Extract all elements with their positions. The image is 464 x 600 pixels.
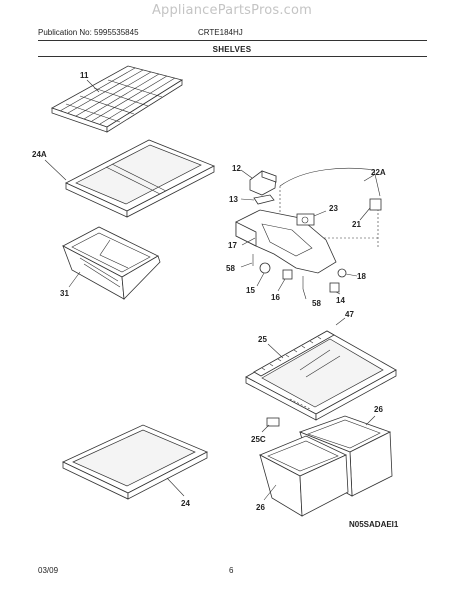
callout-18: 18 xyxy=(357,272,366,281)
shelf-clip-25c xyxy=(266,417,280,427)
callout-12: 12 xyxy=(232,164,241,173)
header-rule-top xyxy=(38,40,427,41)
wire-harness-22a xyxy=(279,167,381,197)
page-number: 6 xyxy=(229,566,234,575)
control-housing-17 xyxy=(235,209,337,274)
glass-shelf-24 xyxy=(62,424,208,500)
clip-18 xyxy=(337,268,347,278)
callout-58-right: 58 xyxy=(312,299,321,308)
callout-25: 25 xyxy=(258,335,267,344)
switch-21 xyxy=(369,198,382,211)
callout-16: 16 xyxy=(271,293,280,302)
callout-58-left: 58 xyxy=(226,264,235,273)
callout-26-right: 26 xyxy=(374,405,383,414)
crisper-drawer-26-left xyxy=(259,435,349,517)
bracket-13 xyxy=(253,194,275,205)
light-shield-12 xyxy=(249,170,277,196)
callout-24a: 24A xyxy=(32,150,47,159)
thermostat-23 xyxy=(296,213,315,226)
section-title: SHELVES xyxy=(212,45,252,54)
callout-24: 24 xyxy=(181,499,190,508)
callout-15: 15 xyxy=(246,286,255,295)
glass-shelf-47 xyxy=(245,330,397,421)
watermark: AppliancePartsPros.com xyxy=(151,3,313,18)
header-rule-bottom xyxy=(38,56,427,57)
callout-21: 21 xyxy=(352,220,361,229)
callout-25c: 25C xyxy=(251,435,266,444)
model-number: CRTE184HJ xyxy=(198,28,243,37)
switch-14 xyxy=(329,282,340,293)
callout-31: 31 xyxy=(60,289,69,298)
light-bulb-15 xyxy=(259,262,271,274)
wire-shelf-11 xyxy=(51,65,183,133)
shelf-trim-25 xyxy=(253,330,335,377)
glass-shelf-24a xyxy=(65,139,215,218)
callout-17: 17 xyxy=(228,241,237,250)
crisper-bin-31 xyxy=(62,226,161,300)
lamp-socket-16 xyxy=(282,269,293,280)
callout-14: 14 xyxy=(336,296,345,305)
callout-13: 13 xyxy=(229,195,238,204)
footer-date: 03/09 xyxy=(38,566,59,575)
callout-22a: 22A xyxy=(371,168,386,177)
callout-26-left: 26 xyxy=(256,503,265,512)
callout-11: 11 xyxy=(80,71,89,80)
callout-47: 47 xyxy=(345,310,354,319)
publication-number: Publication No: 5995535845 xyxy=(38,28,139,37)
diagram-id: N05SADAEI1 xyxy=(349,520,399,529)
callout-23: 23 xyxy=(329,204,338,213)
